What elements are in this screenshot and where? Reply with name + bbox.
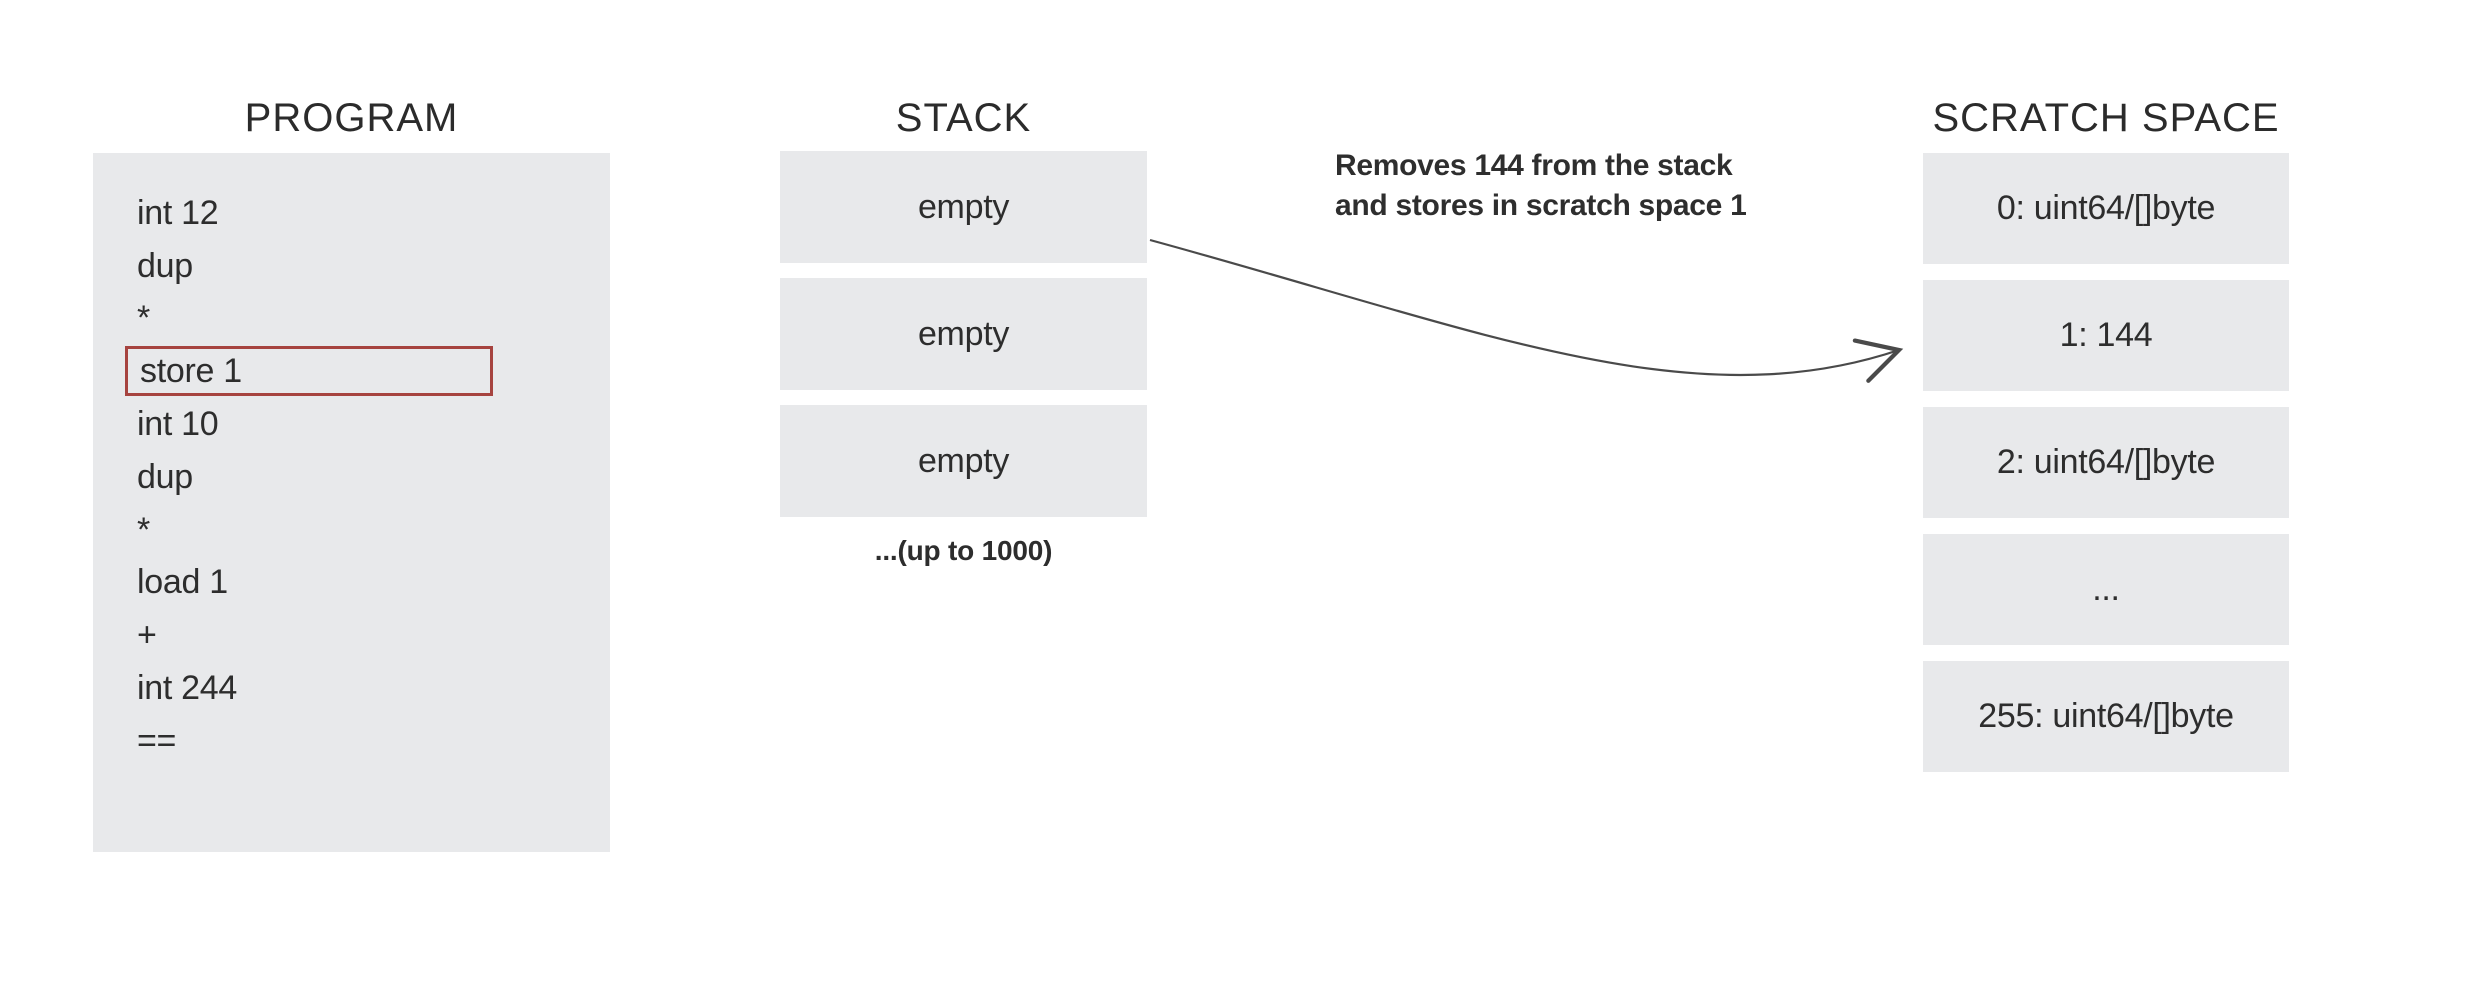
arrow-annotation: Removes 144 from the stack and stores in… — [1335, 146, 1747, 226]
stack-capacity-note: ...(up to 1000) — [874, 535, 1053, 566]
program-box: int 12 dup * store 1 int 10 dup * load 1… — [93, 153, 610, 852]
program-line: * — [137, 510, 150, 549]
stack-column: empty empty empty ...(up to 1000) — [780, 151, 1147, 567]
program-line-highlighted: store 1 — [125, 346, 493, 397]
stack-column-title: STACK — [895, 96, 1032, 140]
stack-slot: empty — [780, 278, 1147, 390]
scratch-slot: 255: uint64/[]byte — [1923, 661, 2289, 772]
scratch-slot: 0: uint64/[]byte — [1923, 153, 2289, 264]
stack-slot: empty — [780, 151, 1147, 263]
program-line: load 1 — [137, 563, 228, 602]
flow-arrow-path — [1149, 238, 1904, 383]
arrow-annotation-line2: and stores in scratch space 1 — [1335, 189, 1747, 222]
scratch-slot-highlighted: 1: 144 — [1923, 280, 2289, 391]
program-line: * — [137, 299, 150, 338]
scratch-space-column: 0: uint64/[]byte 1: 144 2: uint64/[]byte… — [1923, 153, 2289, 788]
scratch-space-column-title: SCRATCH SPACE — [1932, 96, 2280, 140]
program-line: int 10 — [137, 405, 219, 444]
program-line: == — [137, 721, 177, 760]
program-line: int 12 — [137, 193, 219, 232]
scratch-slot: 2: uint64/[]byte — [1923, 407, 2289, 518]
program-line: dup — [137, 457, 193, 496]
program-column-title: PROGRAM — [244, 96, 459, 140]
scratch-slot: ... — [1923, 534, 2289, 645]
program-line: dup — [137, 246, 193, 285]
program-line: int 244 — [137, 669, 237, 708]
program-line: + — [137, 616, 157, 655]
stack-slot: empty — [780, 405, 1147, 517]
arrow-annotation-line1: Removes 144 from the stack — [1335, 149, 1733, 182]
